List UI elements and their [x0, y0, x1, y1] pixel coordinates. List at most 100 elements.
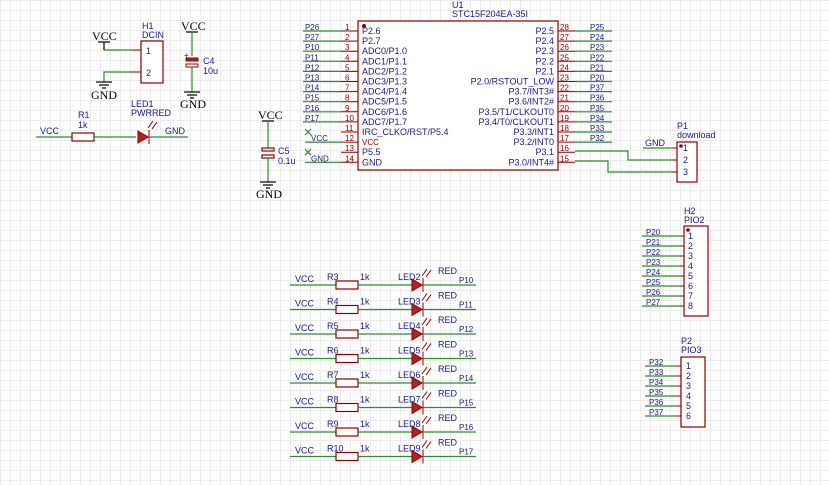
pin-number: 6: [345, 74, 350, 83]
pin-number: 9: [345, 104, 350, 113]
vcc-net-label: VCC: [295, 323, 315, 333]
r1-ref: R1: [78, 110, 90, 120]
vcc-label: VCC: [92, 29, 117, 43]
gnd-net-label: GND: [165, 126, 186, 136]
pin-name: ADC2/P1.2: [362, 66, 407, 76]
h1-pin-2: 2: [146, 68, 151, 78]
pin-number: 26: [560, 43, 569, 52]
pin-number: 5: [688, 271, 693, 281]
pin-number: 24: [560, 63, 569, 72]
pin-name: P2.6: [362, 26, 381, 36]
pin-number: 22: [560, 84, 569, 93]
gnd-label: GND: [180, 97, 206, 111]
pin-number: 3: [688, 251, 693, 261]
net-label: P13: [305, 74, 320, 83]
led-symbol: [411, 400, 423, 415]
resistor-body: [335, 427, 359, 437]
net-label: P16: [459, 423, 474, 432]
led-color: RED: [438, 291, 458, 301]
pin-name: VCC: [362, 138, 379, 147]
vcc-label: VCC: [258, 108, 283, 122]
p1-ref: P1: [677, 121, 688, 131]
p1-pin-3: 3: [683, 167, 688, 177]
led-symbol: [411, 302, 423, 317]
resistor-ref: R4: [327, 297, 339, 307]
net-label: P25: [590, 23, 605, 32]
pin-number: 25: [560, 53, 569, 62]
led-ref: LED7: [398, 395, 421, 405]
u1-ref: U1: [452, 0, 464, 10]
net-label: P14: [305, 84, 320, 93]
p2-ref: P2: [681, 336, 692, 346]
resistor-value: 1k: [360, 346, 370, 356]
pin-name: P2.5: [535, 26, 554, 36]
vcc-net-label: VCC: [295, 446, 315, 456]
led-ref: LED3: [398, 297, 421, 307]
p1-gnd-net: GND: [645, 138, 666, 148]
net-label: P17: [305, 114, 320, 123]
pin-number: 4: [688, 261, 693, 271]
pin-name: P3.1: [535, 147, 554, 157]
c4-value: 10u: [203, 66, 218, 76]
pin-name: ADC1/P1.1: [362, 56, 407, 66]
resistor-value: 1k: [360, 297, 370, 307]
pin-number: 4: [686, 391, 691, 401]
pin-number: 3: [345, 43, 350, 52]
net-label: P36: [590, 94, 605, 103]
net-label: P25: [646, 278, 661, 287]
pin-number: 16: [560, 144, 569, 153]
pin-number: 14: [345, 154, 354, 163]
pin-name: ADC6/P1.6: [362, 107, 407, 117]
vcc-net-label: VCC: [40, 126, 60, 136]
led-symbol: [411, 425, 423, 439]
pin-name: P3.2/INT0: [513, 137, 554, 147]
led-color: RED: [438, 389, 458, 399]
led-ref: LED9: [398, 444, 421, 454]
resistor-value: 1k: [360, 419, 370, 429]
net-label: P34: [590, 114, 605, 123]
pin-number: 18: [560, 124, 569, 133]
net-label: VCC: [311, 134, 328, 143]
net-label: P24: [590, 33, 605, 42]
pin-number: 8: [688, 301, 693, 311]
led-color: RED: [438, 340, 458, 350]
u1-value: STC15F204EA-35I: [452, 9, 528, 19]
net-label: P32: [649, 358, 664, 367]
led1-ref: LED1: [131, 99, 154, 109]
pin-number: 19: [560, 114, 569, 123]
net-label: P12: [459, 325, 474, 334]
led-color: RED: [438, 315, 458, 325]
h2-ref: H2: [684, 206, 696, 216]
pin-name: ADC4/P1.4: [362, 87, 407, 97]
resistor-ref: R9: [327, 419, 339, 429]
net-label: P21: [590, 63, 605, 72]
pin-name: P2.7: [362, 36, 381, 46]
led-ref: LED8: [398, 419, 421, 429]
led-symbol: [411, 449, 423, 464]
pin-number: 7: [345, 84, 350, 93]
pin-name: P3.4/T0/CLKOUT1: [478, 117, 554, 127]
net-label: P24: [646, 268, 661, 277]
